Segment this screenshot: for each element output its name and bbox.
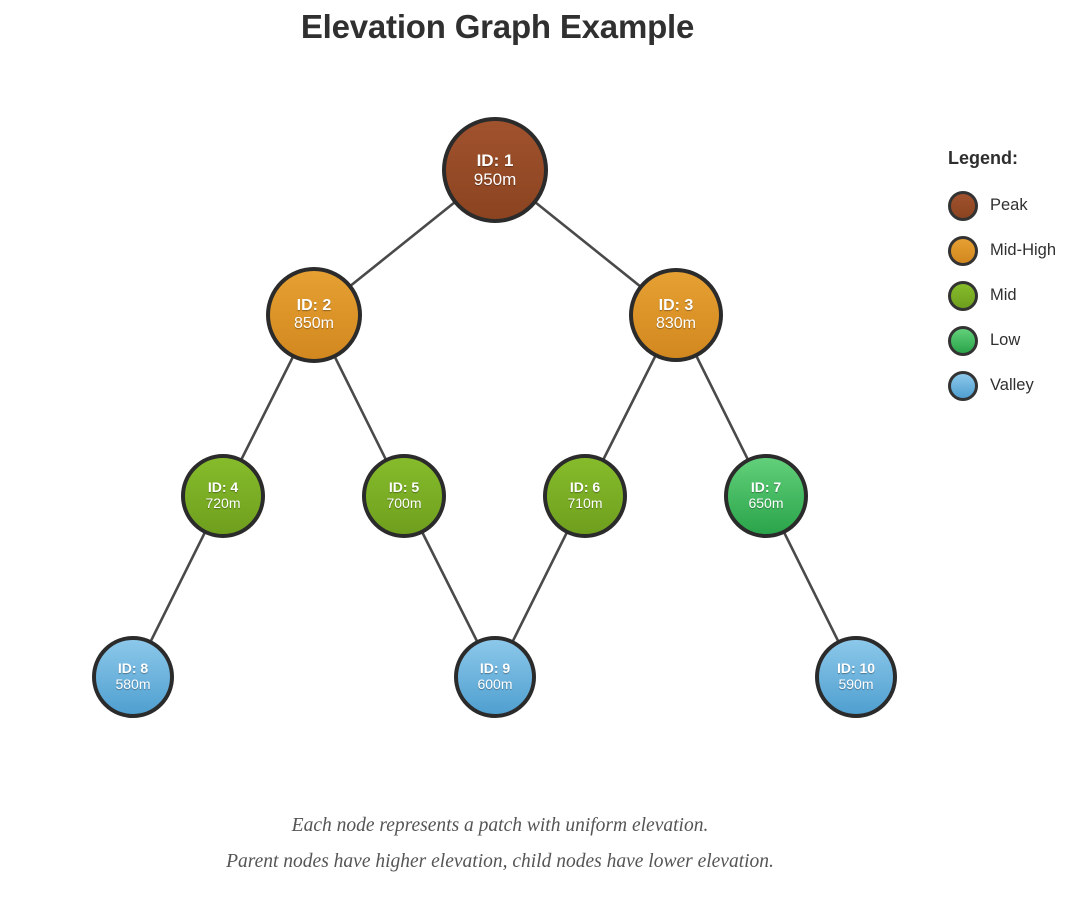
node-elevation-label: 850m <box>293 315 335 332</box>
legend-item-label: Mid-High <box>990 241 1057 259</box>
node-elevation-label: 720m <box>205 495 241 511</box>
node-id-label: ID: 6 <box>569 479 601 496</box>
node-elevation-label: 590m <box>838 676 874 692</box>
legend-title: Legend: <box>948 148 1018 168</box>
legend-item-label: Peak <box>990 196 1028 214</box>
node-id-label: ID: 7 <box>750 479 782 496</box>
legend-item-valley[interactable]: Valley <box>948 363 1083 408</box>
node-elevation-label: 650m <box>748 495 784 511</box>
graph-edge <box>239 354 295 462</box>
caption: Each node represents a patch with unifor… <box>0 815 1000 887</box>
legend-swatch-icon <box>948 235 978 266</box>
node-id-label: ID: 2 <box>296 297 332 315</box>
node-id-label: ID: 5 <box>388 479 420 496</box>
node-id-label: ID: 3 <box>658 297 694 315</box>
legend-swatch-icon <box>948 370 978 401</box>
legend-swatch-icon <box>948 325 978 356</box>
graph-edge <box>511 530 569 644</box>
graph-edge <box>333 354 388 462</box>
page-title: Elevation Graph Example <box>300 8 695 45</box>
legend-swatch-icon <box>948 190 978 221</box>
graph-edge <box>420 530 479 644</box>
node-id-label: ID: 4 <box>207 479 239 496</box>
node-id-label: ID: 8 <box>117 660 149 677</box>
legend-item-mid[interactable]: Mid <box>948 273 1083 318</box>
legend-item-label: Mid <box>990 286 1017 304</box>
legend-item-peak[interactable]: Peak <box>948 183 1083 228</box>
legend-item-label: Low <box>990 331 1021 349</box>
graph-edge <box>348 200 457 288</box>
graph-edge <box>149 530 207 644</box>
node-elevation-label: 950m <box>473 170 517 189</box>
legend-item-label: Valley <box>990 376 1034 394</box>
caption-line-2: Parent nodes have higher elevation, chil… <box>226 851 774 872</box>
node-id-label: ID: 9 <box>479 660 511 677</box>
graph-edge <box>533 200 643 289</box>
legend-swatch-icon <box>948 280 978 311</box>
node-elevation-label: 710m <box>567 495 603 511</box>
node-elevation-label: 830m <box>655 315 697 332</box>
graph-edge <box>601 353 658 462</box>
graph-edge <box>782 530 840 644</box>
node-elevation-label: 580m <box>115 676 151 692</box>
caption-line-1: Each node represents a patch with unifor… <box>291 815 709 836</box>
legend-item-low[interactable]: Low <box>948 318 1083 363</box>
node-elevation-label: 600m <box>477 676 513 692</box>
node-elevation-label: 700m <box>386 495 422 511</box>
graph-edge <box>694 353 750 462</box>
node-id-label: ID: 1 <box>476 150 514 170</box>
node-id-label: ID: 10 <box>836 660 876 677</box>
legend-item-mid-high[interactable]: Mid-High <box>948 228 1083 273</box>
